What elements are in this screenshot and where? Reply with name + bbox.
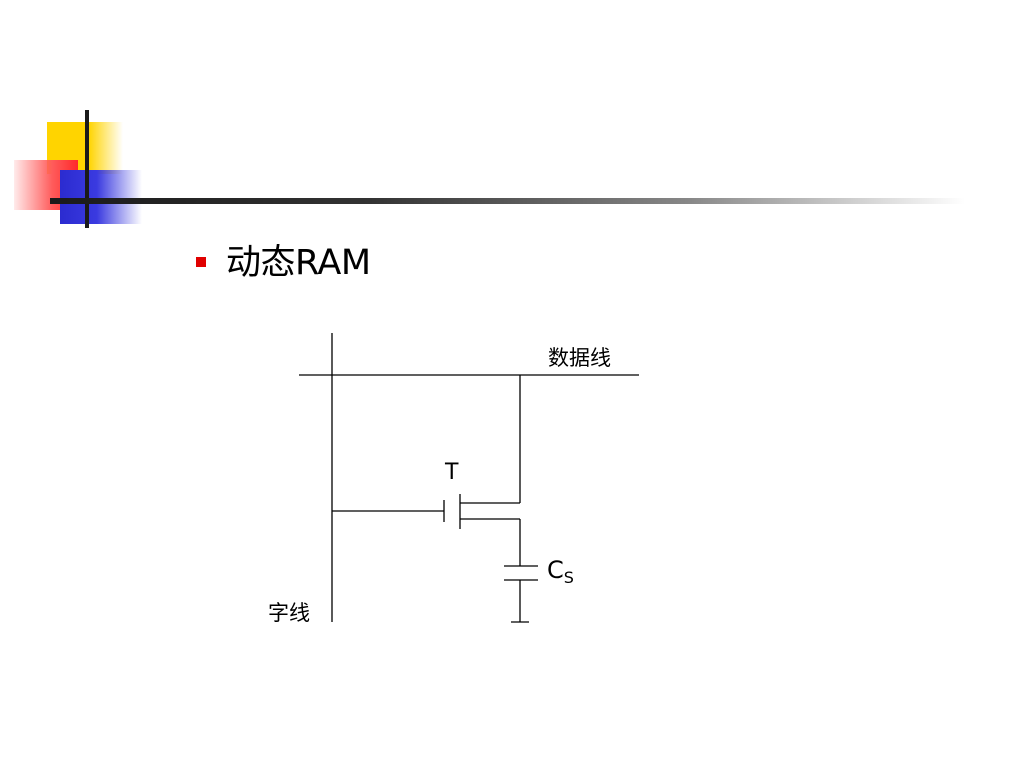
title-divider-line — [50, 198, 965, 204]
capacitor-label-main: C — [547, 556, 564, 584]
decor-vertical-bar — [85, 110, 89, 228]
transistor-label: T — [445, 460, 459, 485]
bullet-icon — [196, 257, 206, 267]
word-line-label: 字线 — [268, 601, 310, 625]
bullet-text: 动态RAM — [226, 243, 371, 283]
capacitor-label-subscript: S — [563, 568, 574, 587]
capacitor-label: CS — [547, 556, 574, 587]
decor-blue-square — [60, 170, 142, 224]
data-line-label: 数据线 — [548, 346, 611, 370]
